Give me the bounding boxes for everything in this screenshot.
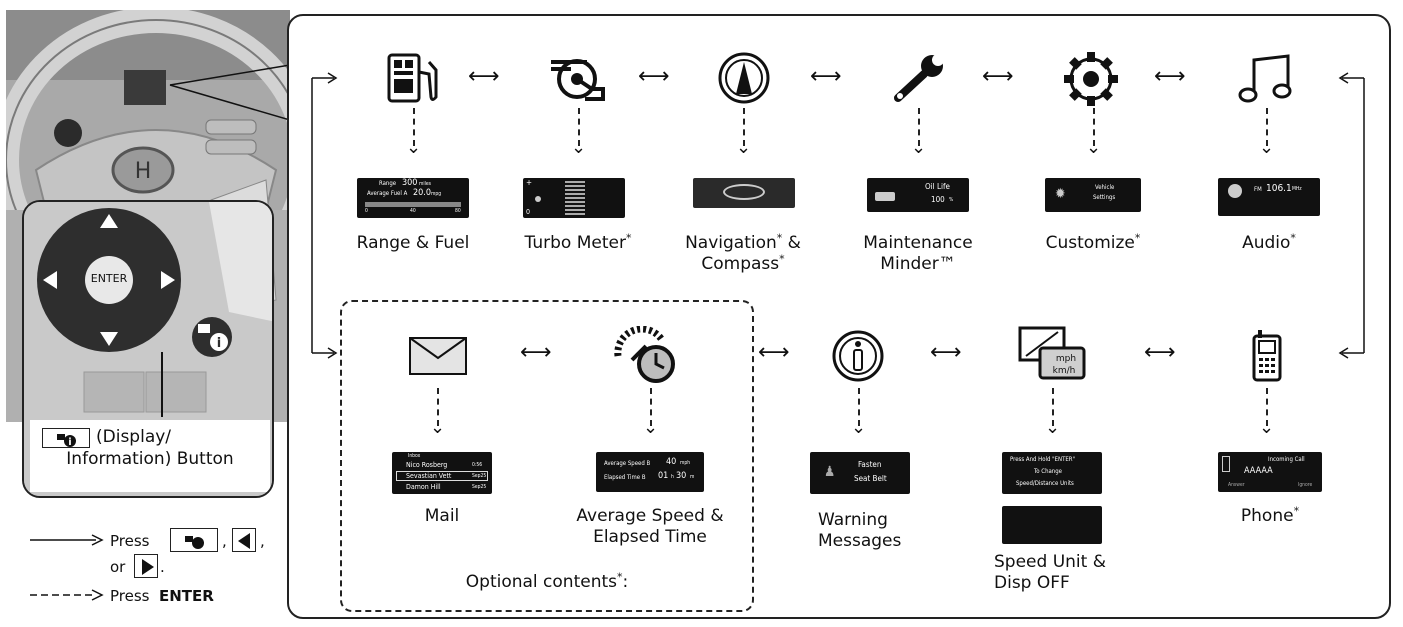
double-arrow-icon: ⟷ (982, 64, 1014, 89)
speed-unit-label: Speed Unit &Disp OFF (994, 552, 1106, 593)
legend-left-key (232, 528, 256, 552)
turbo-icon (551, 59, 605, 101)
double-arrow-icon: ⟷ (520, 340, 552, 365)
audio-screen: FM 106.1 MHz (1218, 178, 1320, 216)
fuel-pump-icon (387, 53, 438, 103)
speedometer-clock-icon (614, 326, 675, 383)
left-arrow-icon (43, 271, 57, 289)
double-arrow-icon: ⟷ (930, 340, 962, 365)
compass-icon (718, 52, 770, 104)
solid-arrow-icon (30, 534, 104, 546)
wrench-icon (894, 54, 944, 102)
double-arrow-icon: ⟷ (468, 64, 500, 89)
speed-unit-icon: mph km/h (1018, 326, 1086, 380)
double-arrow-icon: ⟷ (1144, 340, 1176, 365)
customize-label: Customize* (1045, 231, 1141, 253)
right-arrow-icon (161, 271, 175, 289)
legend-info-key (170, 528, 218, 552)
double-arrow-icon: ⟷ (638, 64, 670, 89)
navigation-compass-label: Navigation* & Compass* (685, 231, 801, 274)
svg-text:H: H (135, 159, 152, 184)
legend-enter-label: ENTER (159, 587, 214, 605)
speed-unit-screen: Press And Hold "ENTER" To Change Speed/D… (1002, 452, 1102, 494)
customize-screen: ✹ Vehicle Settings (1045, 178, 1141, 212)
svg-text:i: i (217, 336, 221, 351)
up-arrow-icon (100, 214, 118, 228)
diagram-frame (287, 14, 1391, 619)
audio-label: Audio* (1242, 231, 1296, 253)
enter-label: ENTER (90, 272, 128, 285)
gear-icon (1064, 52, 1118, 106)
optional-contents-label: Optional contents*: (465, 570, 629, 592)
button-caption-line2: Information) Button (66, 449, 234, 469)
svg-text:mph: mph (1056, 354, 1076, 364)
music-note-icon (1238, 54, 1292, 103)
left-connector (311, 72, 338, 359)
right-connector (1338, 72, 1365, 359)
control-inset: i ENTER i (Display/ Information) Button (22, 200, 274, 498)
warning-screen: ♟ Fasten Seat Belt (810, 452, 910, 494)
range-fuel-screen: Range 300 miles Average Fuel A 20.0 mpg … (357, 178, 469, 218)
legend: Press , , or . Press ENTER . (30, 520, 285, 620)
turbo-meter-screen: + 0 (523, 178, 625, 218)
svg-text:km/h: km/h (1053, 366, 1076, 376)
double-arrow-icon: ⟷ (1154, 64, 1186, 89)
info-button-key[interactable]: i (42, 428, 90, 448)
double-arrow-icon: ⟷ (810, 64, 842, 89)
navigation-screen (693, 178, 795, 208)
mobile-phone-icon (1252, 330, 1282, 382)
optional-contents-box (340, 300, 754, 612)
maintenance-screen: Oil Life 100 % (867, 178, 969, 212)
svg-text:i: i (68, 437, 71, 448)
down-arrow-icon (100, 332, 118, 346)
dashed-arrow-icon (30, 589, 104, 601)
legend-right-key (134, 554, 158, 578)
phone-screen: Incoming Call AAAAA Answer Ignore (1218, 452, 1322, 492)
information-icon (832, 330, 884, 382)
turbo-meter-label: Turbo Meter* (524, 231, 632, 253)
double-arrow-icon: ⟷ (758, 340, 790, 365)
average-speed-screen: Average Speed B 40 mph Elapsed Time B 01… (596, 452, 704, 492)
average-speed-label: Average Speed &Elapsed Time (576, 506, 724, 547)
range-fuel-label: Range & Fuel (356, 233, 470, 253)
mail-screen: Inbox Nico Rosberg 0:56 Sevastian Vett S… (392, 452, 492, 494)
legend-or-label: or (110, 558, 126, 576)
legend-press-label: Press (110, 532, 150, 550)
phone-label: Phone* (1240, 504, 1300, 526)
disp-off-screen (1002, 506, 1102, 544)
mail-label: Mail (424, 506, 460, 526)
button-caption-line1: (Display/ (96, 427, 172, 447)
pointer-lines (169, 64, 290, 121)
envelope-icon (409, 337, 467, 375)
